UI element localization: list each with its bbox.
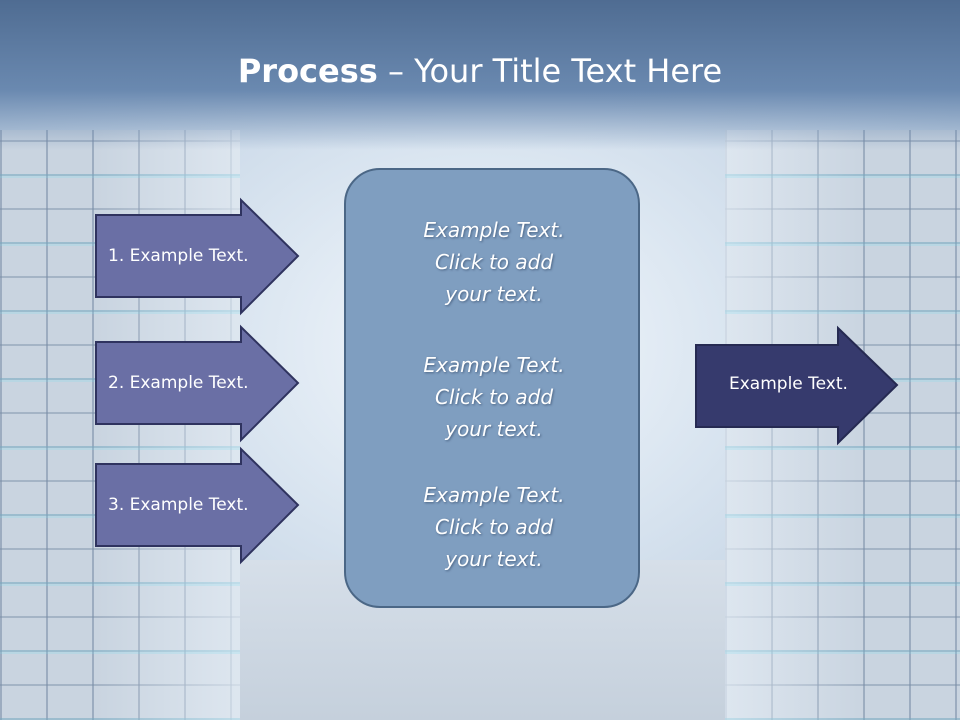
panel-text-block-2: Example Text. Click to add your text. (346, 349, 642, 445)
panel-text-line: Click to add (434, 515, 554, 539)
slide-title[interactable]: Process – Your Title Text Here (0, 52, 960, 90)
step-arrow-2[interactable]: 2. Example Text. (95, 324, 300, 443)
step-arrow-1-label: 1. Example Text. (108, 246, 249, 266)
content-panel[interactable]: Example Text. Click to add your text. Ex… (344, 168, 640, 608)
panel-text-block-1: Example Text. Click to add your text. (346, 214, 642, 310)
panel-text-line: Example Text. (423, 218, 565, 242)
header-band (0, 0, 960, 150)
panel-text-line: Example Text. (423, 353, 565, 377)
slide-title-rest: – Your Title Text Here (377, 52, 723, 90)
panel-text-line: Example Text. (423, 483, 565, 507)
step-arrow-3-label: 3. Example Text. (108, 495, 249, 515)
panel-text-line: your text. (445, 417, 543, 441)
step-arrow-2-label: 2. Example Text. (108, 373, 249, 393)
output-arrow-shape (695, 325, 899, 446)
output-arrow-label: Example Text. (729, 374, 848, 394)
panel-text-line: your text. (445, 282, 543, 306)
panel-text-block-3: Example Text. Click to add your text. (346, 479, 642, 575)
step-arrow-3[interactable]: 3. Example Text. (95, 446, 300, 565)
output-arrow[interactable]: Example Text. (695, 325, 900, 446)
step-arrow-3-shape (95, 446, 300, 565)
panel-text-line: Click to add (434, 385, 554, 409)
panel-text-line: Click to add (434, 250, 554, 274)
step-arrow-1[interactable]: 1. Example Text. (95, 197, 300, 316)
step-arrow-1-shape (95, 197, 300, 316)
slide-title-bold: Process (237, 52, 378, 90)
panel-text-line: your text. (445, 547, 543, 571)
step-arrow-2-shape (95, 324, 300, 443)
